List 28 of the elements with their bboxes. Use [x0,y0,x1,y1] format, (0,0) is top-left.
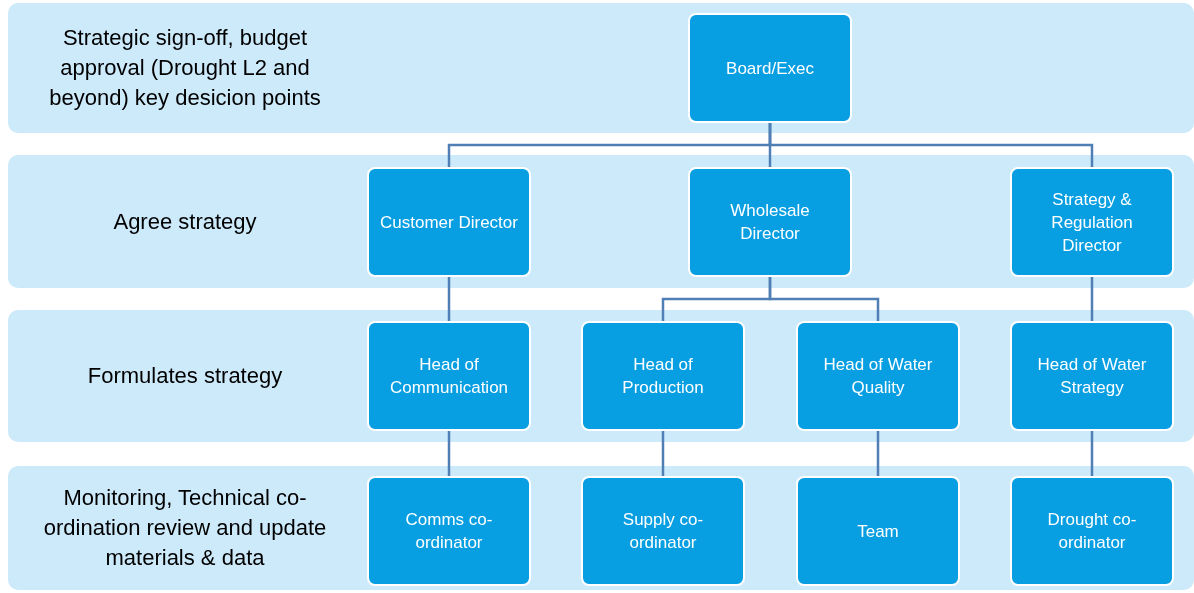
role-box: Comms co-ordinator [367,476,531,586]
lane-label: Formulates strategy [87,362,283,390]
role-box: Supply co-ordinator [581,476,745,586]
connector-line [661,431,665,476]
swimlane-band [8,3,1194,133]
role-box: Strategy & Regulation Director [1010,167,1174,277]
role-box: Board/Exec [688,13,852,123]
role-box: Drought co-ordinator [1010,476,1174,586]
swimlane-band [8,466,1194,590]
role-box: Wholesale Director [688,167,852,277]
role-box: Head of Production [581,321,745,431]
connector-line [768,123,1094,167]
lane-label: Agree strategy [113,207,257,236]
connector-line [1090,431,1094,476]
lane-label: Monitoring, Technical co-ordination review and update materials & data [42,484,328,572]
role-box: Head of Water Strategy [1010,321,1174,431]
lane-label: Strategic sign-off, budget approval (Drought L2 and beyond) key desicion points [48,24,322,112]
role-box: Customer Director [367,167,531,277]
connector-line [768,277,880,321]
role-box: Head of Communication [367,321,531,431]
connector-line [1090,277,1094,321]
connector-line [876,431,880,476]
connector-line [447,431,451,476]
swimlane-band [8,310,1194,442]
swimlane-band [8,155,1194,288]
role-box: Team [796,476,960,586]
role-box: Head of Water Quality [796,321,960,431]
connector-line [447,277,451,321]
